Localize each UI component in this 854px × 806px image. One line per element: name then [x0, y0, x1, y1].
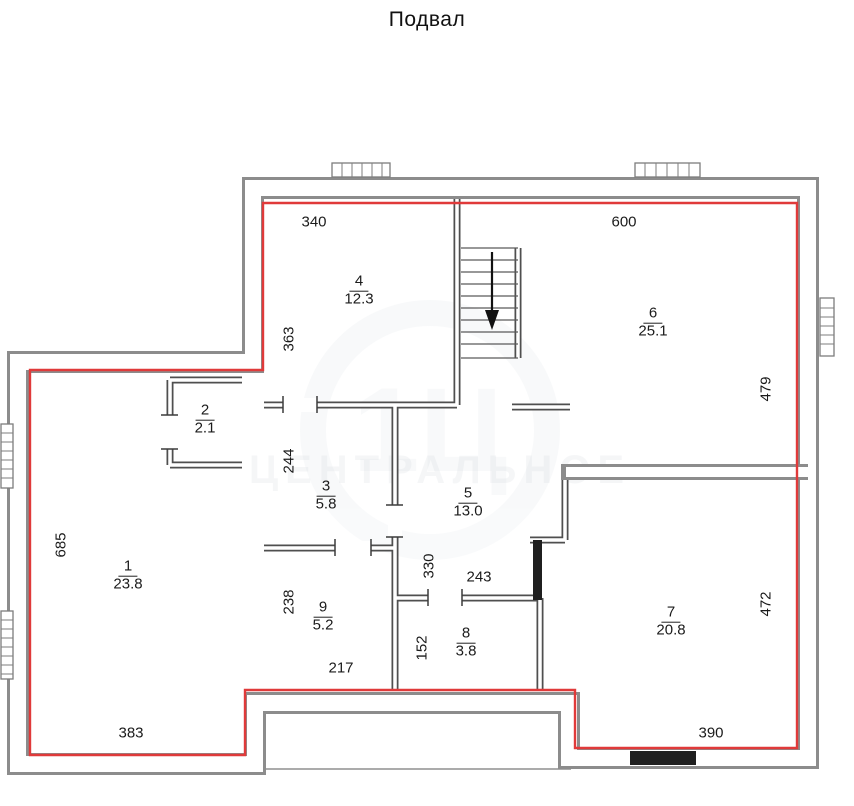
dim-hall-width: 243: [466, 568, 492, 586]
room-label-1: 1 23.8: [113, 558, 143, 594]
room-number: 9: [313, 599, 333, 618]
dim-bottom-left: 383: [118, 724, 144, 742]
room-number: 5: [458, 485, 478, 504]
dim-room3-left: 244: [280, 448, 298, 474]
room-area: 25.1: [638, 322, 668, 340]
dim-room8-left: 152: [413, 635, 431, 661]
room-area: 5.2: [312, 616, 334, 634]
exterior-wall-inner: [10, 180, 816, 772]
room-label-8: 8 3.8: [455, 625, 477, 661]
dim-room9-left: 238: [280, 589, 298, 615]
dim-top-left: 340: [301, 213, 327, 231]
room-label-3: 3 5.8: [315, 478, 337, 514]
dim-room7-right: 472: [757, 591, 775, 617]
interior-walls: [166, 199, 570, 690]
dim-room1-left: 685: [52, 532, 70, 558]
room-label-4: 4 12.3: [344, 273, 374, 309]
room-area: 13.0: [453, 502, 483, 520]
room-label-9: 9 5.2: [312, 599, 334, 635]
room-area: 2.1: [194, 419, 216, 437]
room-label-6: 6 25.1: [638, 305, 668, 341]
room-number: 4: [349, 273, 369, 292]
room-label-5: 5 13.0: [453, 485, 483, 521]
dim-bottom-right: 390: [698, 724, 724, 742]
room-number: 8: [456, 625, 476, 644]
window-icon: [0, 610, 14, 680]
staircase: [461, 247, 518, 359]
window-icon: [819, 297, 835, 357]
windows: [0, 162, 835, 765]
room-label-7: 7 20.8: [656, 604, 686, 640]
plan-title: Подвал: [388, 8, 466, 31]
dim-top-right: 600: [611, 213, 637, 231]
dim-room4-left: 363: [280, 326, 298, 352]
room-label-2: 2 2.1: [194, 402, 216, 438]
room-area: 20.8: [656, 621, 686, 639]
window-icon: [0, 423, 14, 489]
room-number: 7: [661, 604, 681, 623]
room-area: 12.3: [344, 290, 374, 308]
window-icon: [331, 162, 391, 178]
dim-room9-bottom: 217: [328, 659, 354, 677]
exterior-walls: [7, 177, 819, 775]
room-area: 23.8: [113, 575, 143, 593]
apartment-boundary: [28, 201, 799, 757]
room-number: 2: [195, 402, 215, 421]
room-area: 5.8: [315, 495, 337, 513]
door-openings: [161, 396, 463, 606]
room-number: 6: [643, 305, 663, 324]
room-area: 3.8: [455, 642, 477, 660]
room-number: 3: [316, 478, 336, 497]
bold-wall-segment: [533, 540, 542, 600]
dim-hall-height: 330: [420, 553, 438, 579]
dim-room6-right: 479: [757, 376, 775, 402]
room-number: 1: [118, 558, 138, 577]
basement-window-icon: [630, 751, 696, 765]
